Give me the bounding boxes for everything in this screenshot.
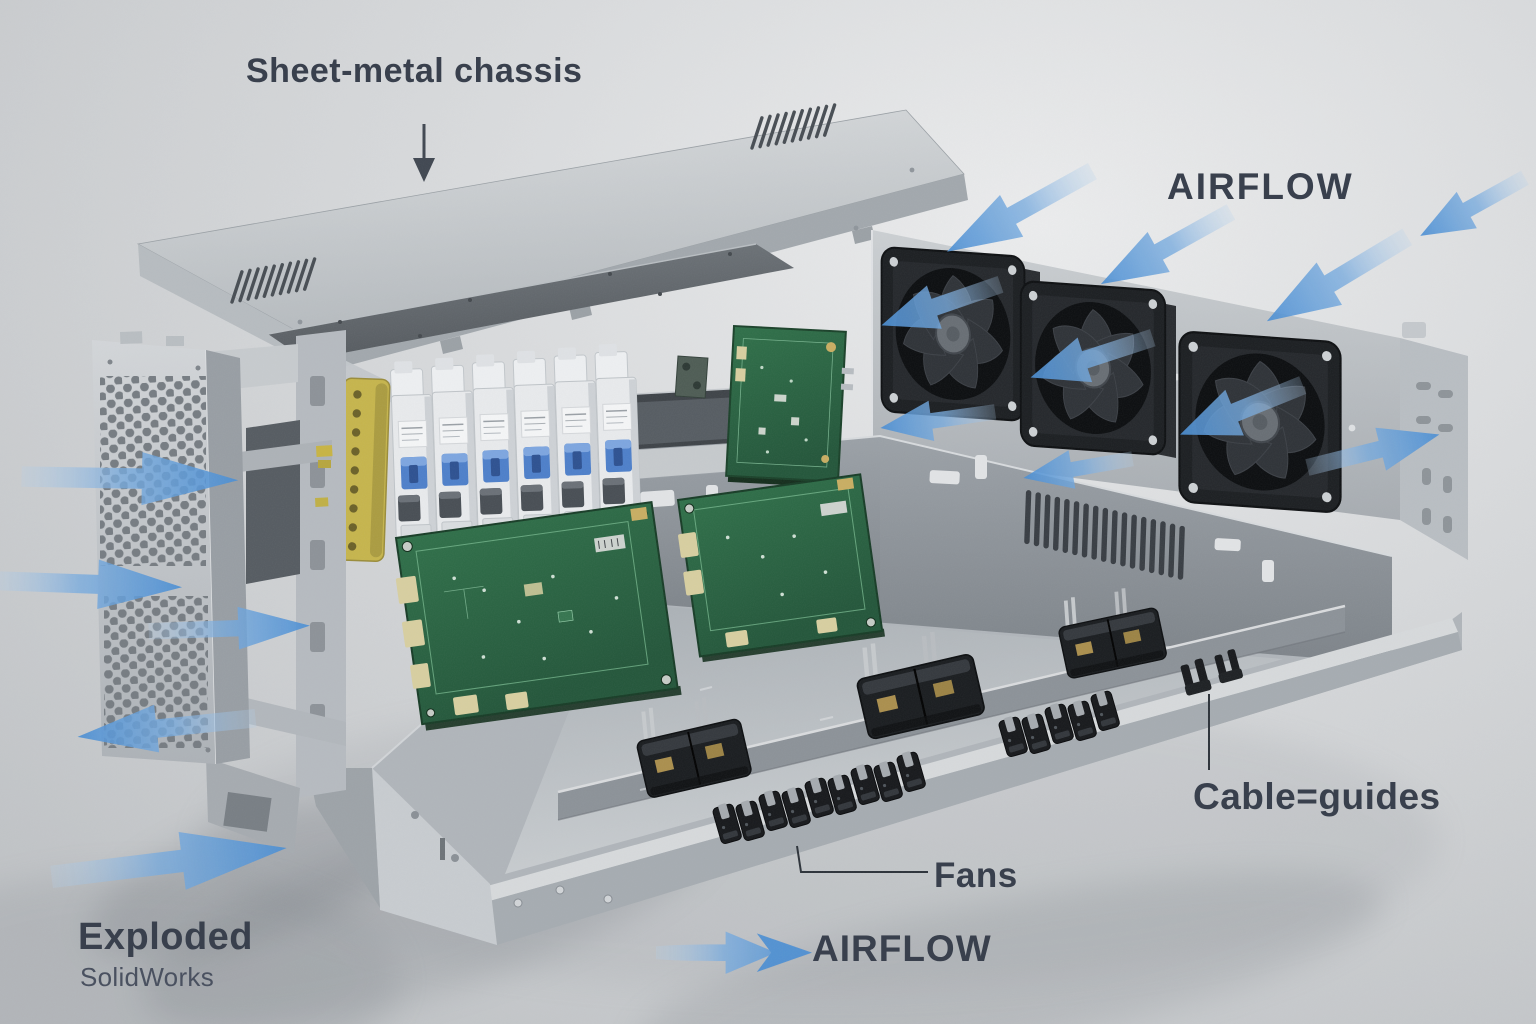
label-sheet-metal-chassis: Sheet-metal chassis — [246, 52, 583, 90]
label-exploded-title: Exploded — [78, 916, 254, 958]
label-solidworks-subtitle: SolidWorks — [80, 962, 215, 992]
label-cable-guides: Cable=guides — [1193, 776, 1441, 817]
label-airflow-top: AIRFLOW — [1167, 166, 1354, 207]
label-airflow-bottom: AIRFLOW — [812, 928, 992, 969]
label-fans: Fans — [934, 856, 1018, 895]
